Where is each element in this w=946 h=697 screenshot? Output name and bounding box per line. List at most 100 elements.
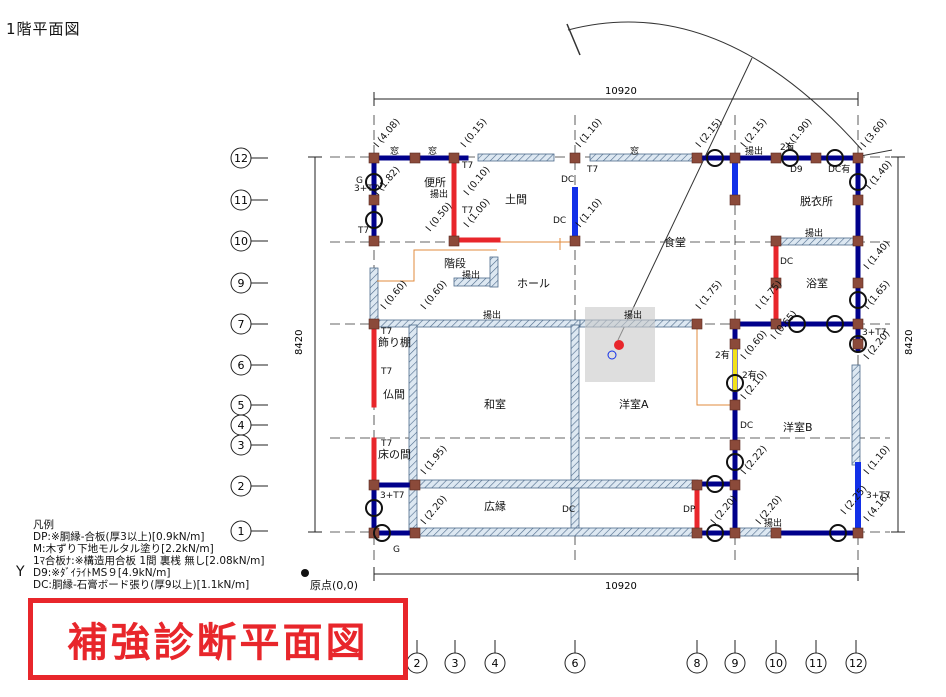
room-label: 土間 bbox=[505, 193, 527, 206]
grid-bubble-col: 8 bbox=[686, 640, 708, 674]
svg-text:T7: T7 bbox=[461, 161, 473, 171]
grid-row-bubbles: 12 11 10 9 7 6 5 4 3 2 1 bbox=[230, 147, 268, 542]
svg-text:揚出: 揚出 bbox=[764, 517, 782, 529]
svg-text:1: 1 bbox=[238, 525, 245, 538]
svg-text:Ⅰ (2.15): Ⅰ (2.15) bbox=[694, 117, 725, 150]
origin-label: 原点(0,0) bbox=[310, 579, 359, 592]
svg-text:DC: DC bbox=[553, 216, 566, 226]
svg-text:Ⅰ (1.65): Ⅰ (1.65) bbox=[862, 279, 893, 312]
svg-text:窓: 窓 bbox=[630, 145, 639, 157]
svg-text:3: 3 bbox=[238, 439, 245, 452]
svg-text:DP: DP bbox=[683, 505, 696, 515]
grid-bubble-row: 12 bbox=[230, 147, 268, 169]
svg-text:Ⅰ (0.50): Ⅰ (0.50) bbox=[424, 201, 455, 234]
room-label: 広縁 bbox=[484, 499, 506, 513]
svg-text:Ⅰ (4.08): Ⅰ (4.08) bbox=[372, 117, 403, 150]
room-label: 階段 bbox=[444, 256, 466, 270]
svg-text:T7: T7 bbox=[461, 206, 473, 216]
svg-text:揚出: 揚出 bbox=[745, 145, 763, 157]
page-title: 1階平面図 bbox=[6, 20, 81, 38]
svg-text:Ⅰ (0.60): Ⅰ (0.60) bbox=[419, 279, 450, 312]
legend-line: M:木ずり下地モルタル塗り[2.2kN/m] bbox=[33, 543, 214, 555]
grid-bubble-col: 3 bbox=[444, 640, 466, 674]
svg-text:揚出: 揚出 bbox=[430, 188, 448, 200]
wall-labels: 窓 窓 窓 揚出 揚出 揚出 揚出 揚出 揚出 揚出 T7 T7 T7 T7 T… bbox=[354, 141, 891, 555]
room-label: 洋室A bbox=[619, 397, 649, 411]
room-label: 飾り棚 bbox=[378, 335, 411, 349]
center-of-gravity-point bbox=[614, 340, 624, 350]
origin-point bbox=[301, 569, 309, 577]
svg-text:Ⅰ (1.40): Ⅰ (1.40) bbox=[862, 239, 893, 272]
svg-text:T7: T7 bbox=[586, 165, 598, 175]
svg-text:3+T7: 3+T7 bbox=[354, 184, 379, 194]
room-label: 床の間 bbox=[378, 447, 411, 461]
grid-bubble-row: 1 bbox=[230, 520, 268, 542]
svg-text:D9: D9 bbox=[790, 165, 803, 175]
grid-bubble-col: 2 bbox=[406, 640, 428, 674]
svg-text:Ⅰ (1.75): Ⅰ (1.75) bbox=[694, 279, 725, 312]
svg-text:Ⅰ (1.90): Ⅰ (1.90) bbox=[784, 117, 815, 150]
svg-text:Ⅰ (0.60): Ⅰ (0.60) bbox=[379, 279, 410, 312]
svg-text:4: 4 bbox=[492, 657, 499, 670]
svg-text:11: 11 bbox=[809, 657, 823, 670]
svg-text:Ⅰ (1.10): Ⅰ (1.10) bbox=[574, 117, 605, 150]
svg-text:G: G bbox=[356, 176, 363, 186]
dim-left: 8420 bbox=[294, 330, 305, 355]
svg-text:6: 6 bbox=[238, 359, 245, 372]
grid-bubble-row: 2 bbox=[230, 475, 268, 497]
axis-y-label: Y bbox=[16, 564, 25, 580]
svg-text:Ⅰ (0.15): Ⅰ (0.15) bbox=[459, 117, 490, 150]
svg-text:Ⅰ (2.15): Ⅰ (2.15) bbox=[739, 117, 770, 150]
dim-bottom: 10920 bbox=[605, 581, 637, 592]
rigidity-center-point bbox=[607, 350, 617, 360]
svg-text:DC有: DC有 bbox=[828, 163, 850, 175]
room-label: 仏間 bbox=[383, 388, 405, 401]
svg-text:3+T7: 3+T7 bbox=[862, 328, 887, 338]
grid-bubble-row: 9 bbox=[230, 272, 268, 294]
svg-text:T7: T7 bbox=[380, 367, 392, 377]
legend-title: 凡例 bbox=[33, 519, 54, 531]
grid-bubble-col: 4 bbox=[484, 640, 506, 674]
svg-text:T7: T7 bbox=[380, 327, 392, 337]
svg-text:9: 9 bbox=[238, 277, 245, 290]
svg-text:4: 4 bbox=[238, 419, 245, 432]
svg-text:Ⅰ (0.60): Ⅰ (0.60) bbox=[739, 329, 770, 362]
room-label: 和室 bbox=[484, 397, 506, 411]
grid-bubble-row: 5 bbox=[230, 394, 268, 416]
svg-text:2有: 2有 bbox=[780, 141, 795, 153]
legend-line: DC:胴縁-石膏ボード張り(厚9以上)[1.1kN/m] bbox=[33, 579, 250, 591]
dim-right: 8420 bbox=[904, 330, 915, 355]
dim-top: 10920 bbox=[605, 86, 637, 97]
svg-text:6: 6 bbox=[572, 657, 579, 670]
svg-text:G: G bbox=[393, 545, 400, 555]
svg-text:Ⅰ (1.10): Ⅰ (1.10) bbox=[574, 197, 605, 230]
grid-col-bubbles: 2 3 4 6 8 9 10 11 12 bbox=[406, 640, 867, 674]
grid-bubble-row: 4 bbox=[230, 414, 268, 436]
svg-text:12: 12 bbox=[234, 152, 248, 165]
grid-bubble-col: 12 bbox=[845, 640, 867, 674]
room-label: 脱衣所 bbox=[800, 194, 833, 208]
svg-text:2: 2 bbox=[238, 480, 245, 493]
svg-text:窓: 窓 bbox=[428, 145, 437, 157]
svg-text:11: 11 bbox=[234, 194, 248, 207]
svg-text:10: 10 bbox=[234, 235, 248, 248]
svg-text:8: 8 bbox=[694, 657, 701, 670]
legend-line: 1ﾏ合板ﾅ:※構造用合板 1間 裏桟 無し[2.08kN/m] bbox=[33, 555, 265, 567]
dimension-lines bbox=[308, 92, 905, 581]
svg-text:3: 3 bbox=[452, 657, 459, 670]
legend-line: DP:※胴縁-合板(厚3以上)[0.9kN/m] bbox=[33, 531, 205, 543]
svg-text:揚出: 揚出 bbox=[462, 269, 480, 281]
svg-text:DC: DC bbox=[561, 175, 574, 185]
svg-text:揚出: 揚出 bbox=[483, 309, 501, 321]
room-label: ホール bbox=[517, 277, 550, 290]
svg-text:Ⅰ (1.40): Ⅰ (1.40) bbox=[864, 159, 895, 192]
grid-bubble-col: 11 bbox=[805, 640, 827, 674]
svg-text:3+T7: 3+T7 bbox=[866, 491, 891, 501]
room-label: 食堂 bbox=[664, 235, 686, 249]
svg-text:Ⅰ (2.20): Ⅰ (2.20) bbox=[419, 494, 450, 527]
legend-line: D9:※ﾀﾞｲﾗｲﾄMS９[4.9kN/m] bbox=[33, 567, 171, 579]
grid-bubble-col: 9 bbox=[724, 640, 746, 674]
svg-text:DC: DC bbox=[780, 257, 793, 267]
svg-text:窓: 窓 bbox=[390, 145, 399, 157]
